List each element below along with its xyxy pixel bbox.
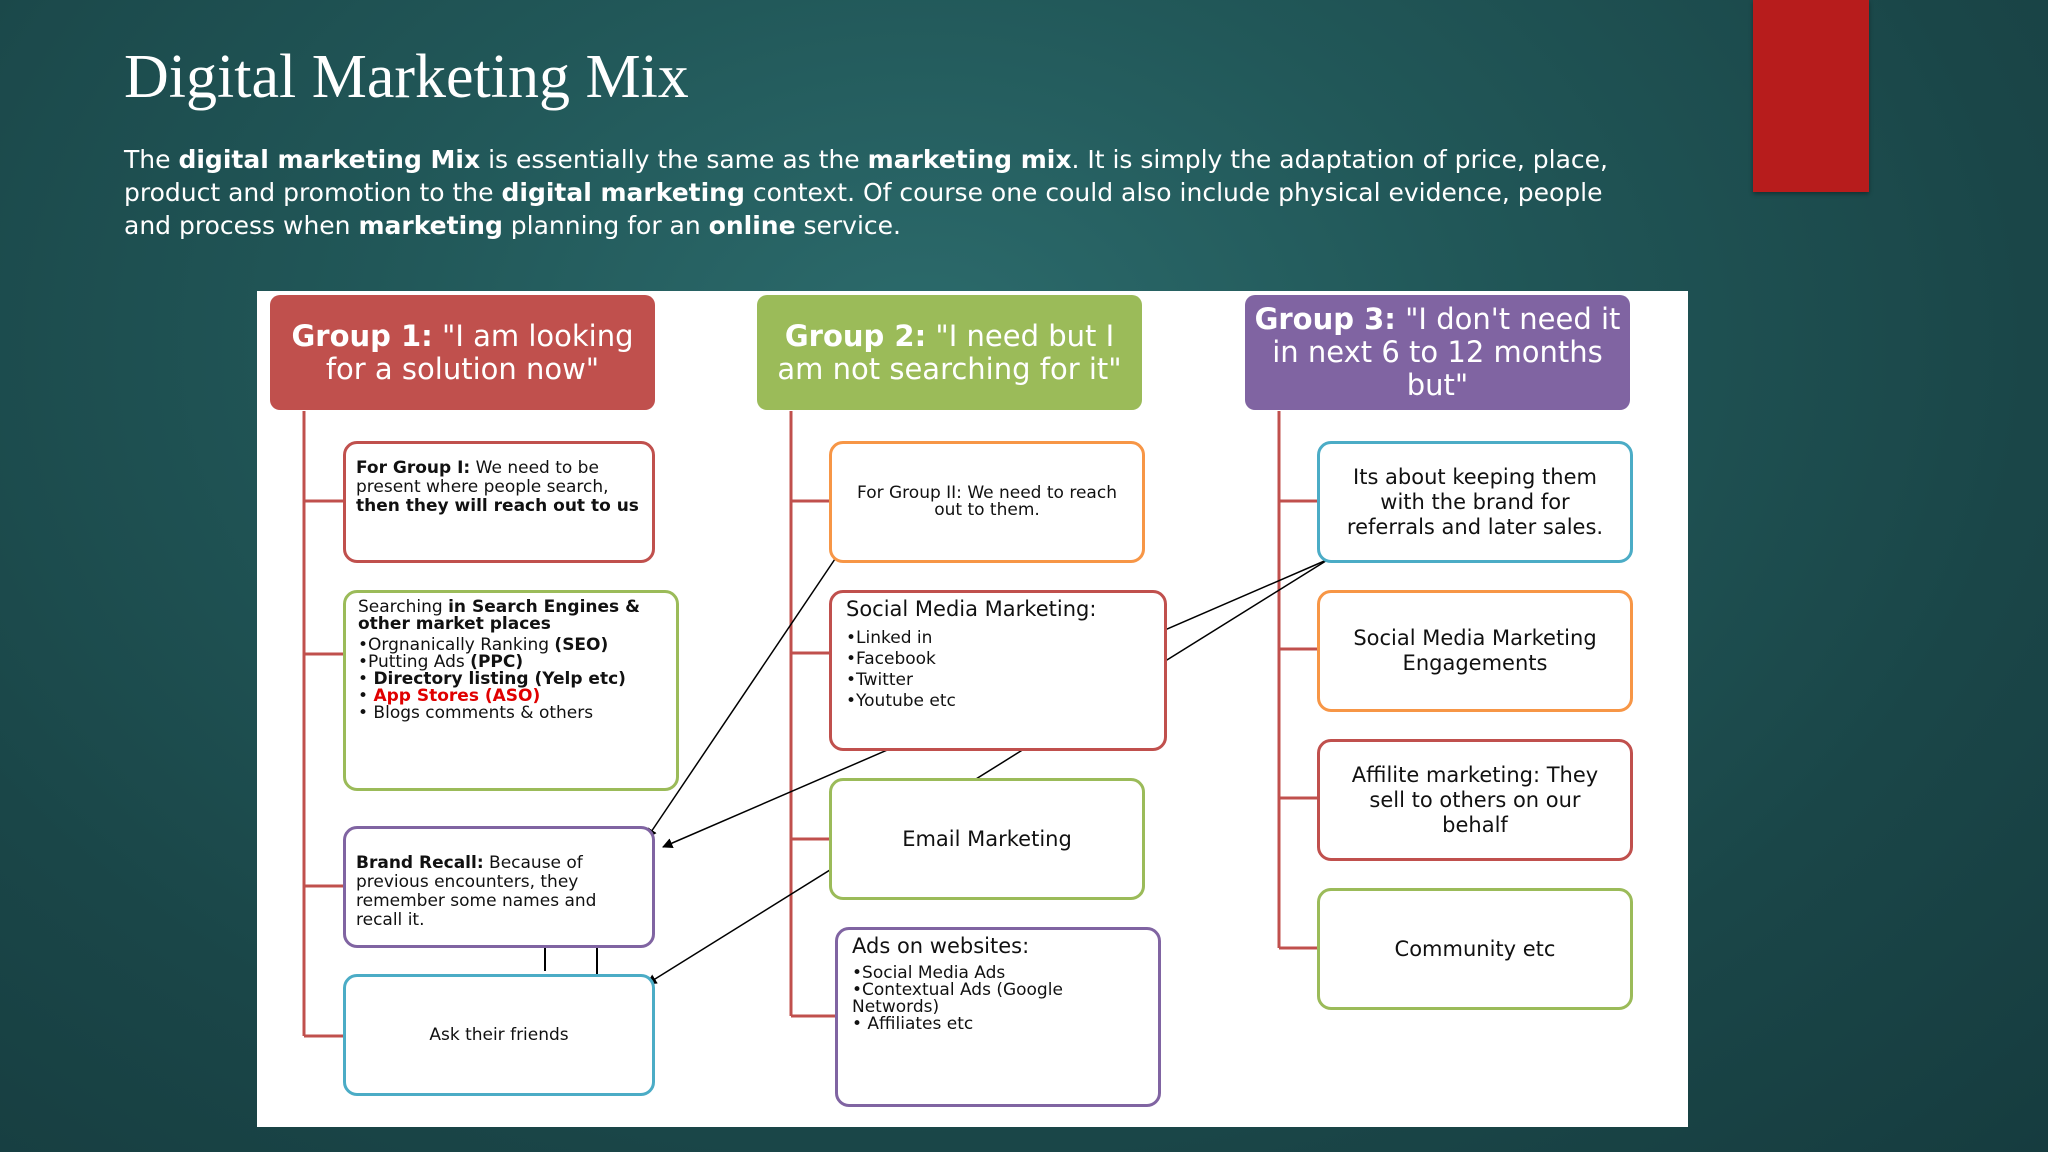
diagram-connectors <box>302 411 1330 1038</box>
accent-bar <box>1753 0 1869 192</box>
group3-header: Group 3: "I don't need it in next 6 to 1… <box>1245 295 1630 410</box>
g2-box-ads-websites: Ads on websites: •Social Media Ads•Conte… <box>835 927 1161 1107</box>
group1-header: Group 1: "I am looking for a solution no… <box>270 295 655 410</box>
g2-social-items: •Linked in•Facebook•Twitter•Youtube etc <box>846 628 1154 712</box>
intro-segment: digital marketing <box>501 178 745 207</box>
g2-social-item: •Facebook <box>846 649 936 669</box>
g1-search-item: • App Stores (ASO) <box>358 686 541 706</box>
intro-segment: is essentially the same as the <box>480 145 868 174</box>
arrow-g2-to-brand-recall <box>646 558 836 839</box>
slide-title: Digital Marketing Mix <box>124 43 689 111</box>
g2-social-item: •Youtube etc <box>846 691 956 711</box>
intro-segment: marketing <box>358 211 503 240</box>
g1-search-item: •Orgnanically Ranking (SEO) <box>358 635 609 655</box>
g3-box-engagements: Social Media Marketing Engagements <box>1317 590 1633 712</box>
g3-box-community: Community etc <box>1317 888 1633 1010</box>
g1-box-search-engines: Searching in Search Engines & other mark… <box>343 590 679 791</box>
g1-search-item: • Directory listing (Yelp etc) <box>358 669 626 689</box>
g2-box-reach-out: For Group II: We need to reach out to th… <box>829 441 1145 563</box>
g1-box-brand-recall: Brand Recall: Because of previous encoun… <box>343 826 655 948</box>
group2-header: Group 2: "I need but I am not searching … <box>757 295 1142 410</box>
intro-segment: digital marketing Mix <box>178 145 481 174</box>
intro-paragraph: The digital marketing Mix is essentially… <box>124 143 1654 242</box>
arrow-g3-to-ask-friends <box>646 558 1330 985</box>
intro-segment: context. Of course one could also includ… <box>124 178 1603 240</box>
g1-box-ask-friends: Ask their friends <box>343 974 655 1096</box>
g2-box-social-media: Social Media Marketing: •Linked in•Faceb… <box>829 590 1167 751</box>
diagram-panel: Group 1: "I am looking for a solution no… <box>257 291 1688 1127</box>
g1-box-present-where-search: For Group I: We need to be present where… <box>343 441 655 563</box>
intro-segment: The <box>124 145 179 174</box>
g2-ads-item: •Social Media Ads <box>852 963 1006 983</box>
g2-box-email: Email Marketing <box>829 778 1145 900</box>
g1-search-items: •Orgnanically Ranking (SEO)•Putting Ads … <box>358 637 668 722</box>
g3-box-affiliate: Affilite marketing: They sell to others … <box>1317 739 1633 861</box>
intro-segment: online <box>708 211 796 240</box>
intro-segment: . It is simply the adaptation of price, … <box>124 145 1608 207</box>
g1-search-item: •Putting Ads (PPC) <box>358 652 524 672</box>
intro-segment: service. <box>795 211 901 240</box>
g3-box-keeping-them: Its about keeping them with the brand fo… <box>1317 441 1633 563</box>
intro-segment: planning for an <box>502 211 709 240</box>
g2-social-item: •Linked in <box>846 628 933 648</box>
g2-ads-items: •Social Media Ads•Contextual Ads (Google… <box>852 965 1148 1033</box>
intro-segment: marketing mix <box>867 145 1072 174</box>
g2-ads-item: • Affiliates etc <box>852 1014 974 1034</box>
g2-social-item: •Twitter <box>846 670 914 690</box>
g1-search-item: • Blogs comments & others <box>358 703 594 723</box>
g2-ads-item: •Contextual Ads (Google Networds) <box>852 980 1063 1017</box>
